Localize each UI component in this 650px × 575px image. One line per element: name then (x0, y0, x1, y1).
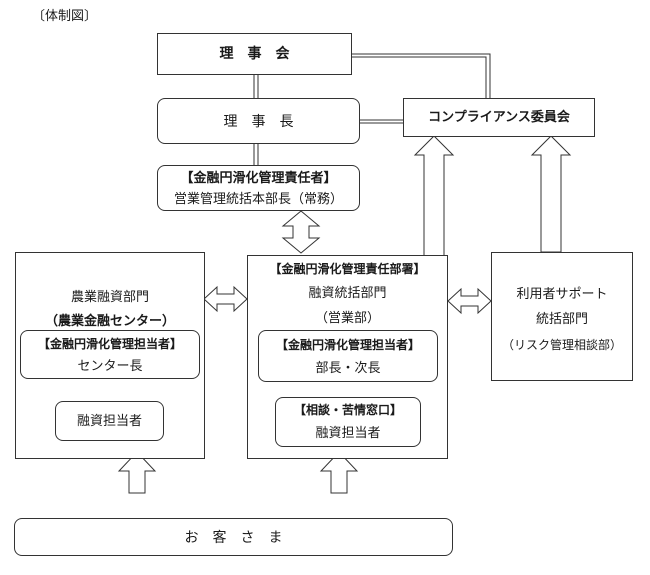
board-box: 理 事 会 (157, 33, 352, 75)
manager-role: 営業管理統括本部長（常務） (173, 192, 343, 207)
consult-desk-box: 【相談・苦情窓口】 融資担当者 (275, 397, 421, 447)
loan-dept-subname: （営業部） (314, 311, 380, 326)
arrow-center-to-compliance (413, 135, 455, 258)
manager-box: 【金融円滑化管理責任者】 営業管理統括本部長（常務） (157, 165, 360, 211)
line-board-compliance-b (352, 56, 487, 98)
loan-officer-title: 【金融円滑化管理担当者】 (275, 338, 420, 352)
agri-staff-box: 融資担当者 (55, 401, 164, 441)
loan-officer-role: 部長・次長 (315, 361, 381, 376)
compliance-label: コンプライアンス委員会 (428, 110, 570, 125)
agri-dept-name: 農業融資部門 (70, 290, 149, 305)
manager-title: 【金融円滑化管理責任者】 (180, 171, 337, 186)
chairman-label: 理 事 長 (223, 114, 294, 130)
agri-staff-label: 融資担当者 (76, 414, 142, 429)
support-dept-name: 利用者サポート (516, 287, 608, 302)
arrow-left-center (203, 285, 248, 313)
line-board-compliance-a (352, 53, 491, 98)
customer-label: お 客 さ ま (184, 530, 283, 546)
customer-box: お 客 さ ま (14, 518, 453, 556)
agri-officer-role: センター長 (77, 359, 143, 374)
loan-dept-name: 融資統括部門 (308, 286, 387, 301)
diagram-caption: 〔体制図〕 (32, 9, 98, 24)
arrow-right-to-compliance (530, 135, 572, 253)
consult-desk-role: 融資担当者 (315, 426, 381, 441)
loan-officer-box: 【金融円滑化管理担当者】 部長・次長 (258, 330, 438, 382)
user-support-dept-box: 利用者サポート 統括部門 （リスク管理相談部） (491, 252, 633, 381)
chairman-box: 理 事 長 (157, 98, 360, 144)
arrow-customer-center (319, 451, 359, 494)
support-dept-subname: （リスク管理相談部） (501, 338, 622, 352)
support-dept-name2: 統括部門 (535, 312, 588, 327)
arrow-manager-center (281, 210, 321, 254)
loan-dept-title: 【金融円滑化管理責任部署】 (269, 262, 426, 276)
board-label: 理 事 会 (219, 46, 290, 62)
consult-desk-title: 【相談・苦情窓口】 (293, 403, 402, 417)
arrow-customer-left (117, 451, 157, 494)
compliance-box: コンプライアンス委員会 (403, 98, 595, 137)
agri-dept-subname: （農業金融センター） (44, 314, 175, 329)
arrow-center-right (447, 287, 492, 315)
agri-officer-box: 【金融円滑化管理担当者】 センター長 (20, 330, 200, 379)
agri-officer-title: 【金融円滑化管理担当者】 (37, 337, 182, 351)
